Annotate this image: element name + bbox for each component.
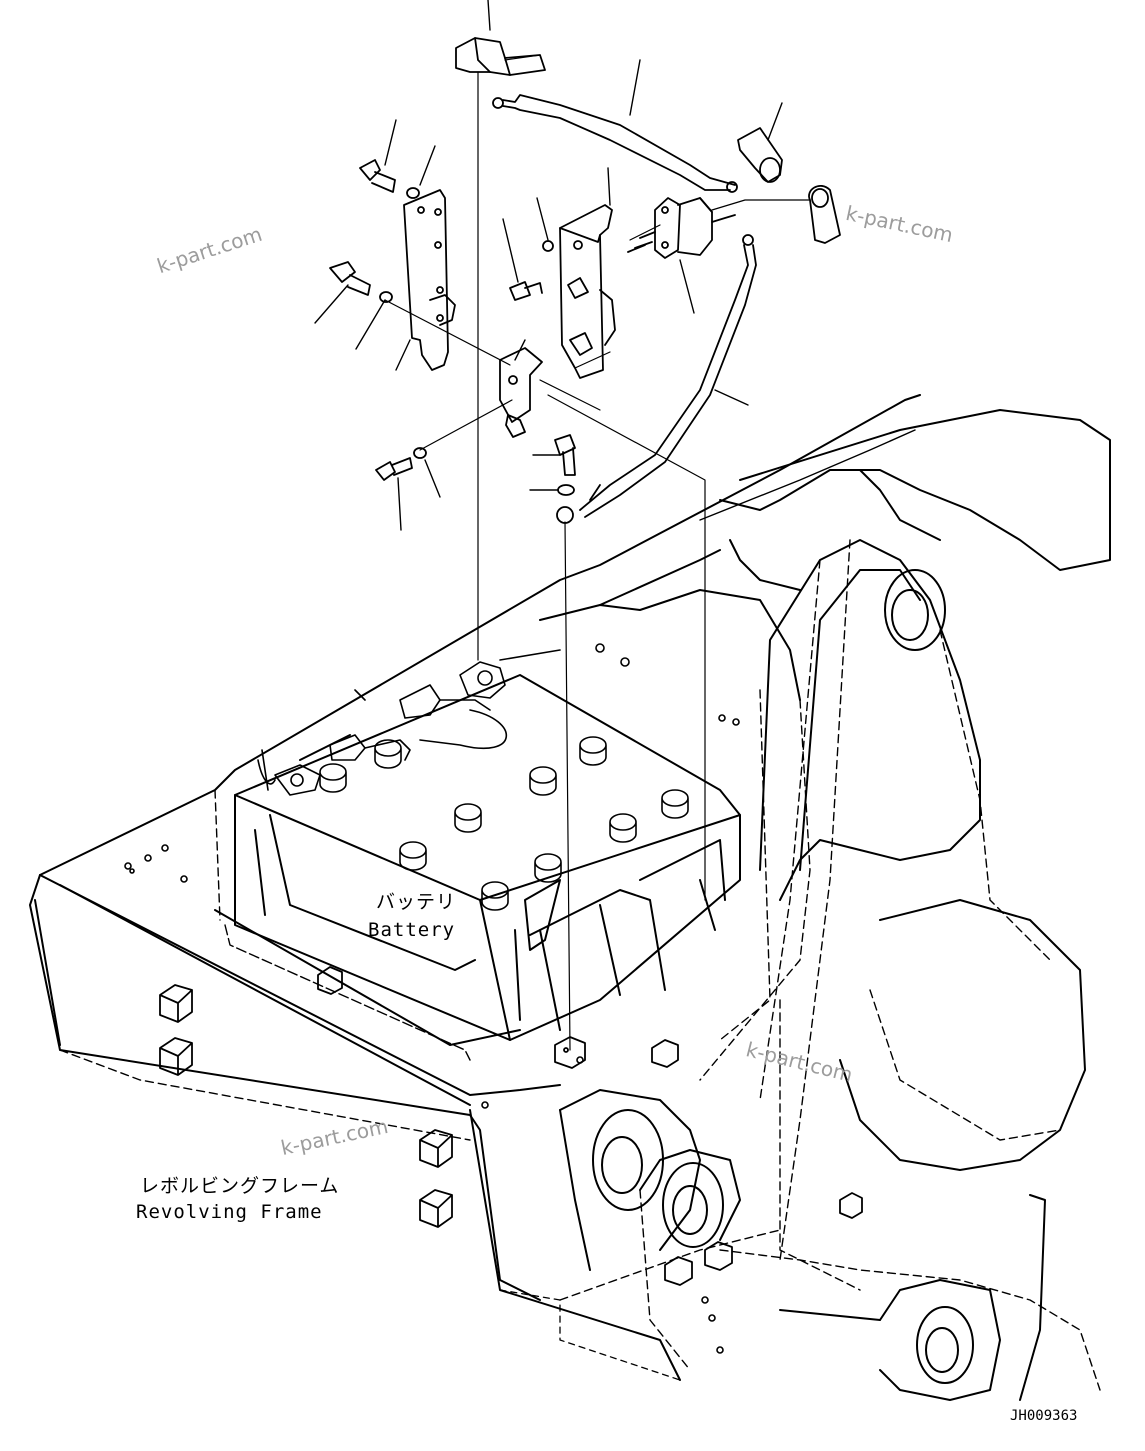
terminal-cap-right-top	[737, 127, 783, 183]
battery-label-jp: バッテリ	[376, 891, 457, 913]
frame-blocks	[159, 966, 863, 1286]
battery-relay	[627, 197, 736, 259]
bolts-and-washers	[329, 159, 576, 496]
terminal-cap-right	[808, 185, 841, 244]
battery-label-en: Battery	[368, 919, 456, 941]
battery-drawing	[214, 649, 741, 1061]
frame-label-en: Revolving Frame	[136, 1201, 323, 1223]
bracket-relay	[559, 204, 616, 379]
terminal-block-bottom	[554, 1036, 586, 1069]
frame-holes	[124, 643, 740, 1354]
clamp-small	[499, 347, 543, 438]
cable-short	[492, 94, 738, 193]
drawing-code: JH009363	[1010, 1408, 1078, 1424]
revolving-frame-drawing	[29, 394, 1111, 1381]
boom-mount-drawing	[559, 539, 1086, 1401]
assembly-lines	[384, 54, 811, 1051]
frame-label-jp: レボルビングフレーム	[140, 1175, 340, 1197]
terminal-boot-top	[455, 37, 546, 76]
battery-terminals	[257, 649, 561, 796]
leader-lines	[314, 0, 783, 531]
battery-cell-caps	[319, 736, 689, 911]
frame-hidden-lines	[59, 539, 1101, 1391]
cable-long	[556, 234, 757, 524]
bracket-left	[403, 189, 456, 371]
